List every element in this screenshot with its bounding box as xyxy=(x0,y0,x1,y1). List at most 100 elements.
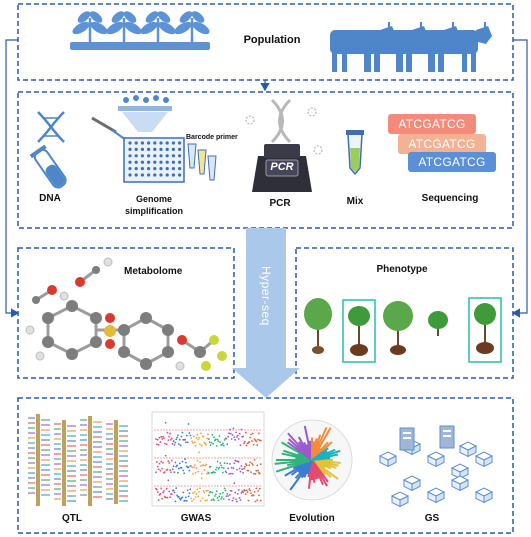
server-slot xyxy=(443,430,451,432)
well-dot xyxy=(159,141,163,145)
well-dot xyxy=(134,167,138,171)
gs-network-illustration xyxy=(378,425,494,508)
gwas-point xyxy=(223,462,226,464)
gwas-point xyxy=(194,445,197,447)
gwas-point xyxy=(192,492,194,494)
evolution-tree-illustration xyxy=(271,419,353,501)
gwas-point xyxy=(222,498,225,500)
gwas-point xyxy=(256,444,259,447)
gwas-point xyxy=(155,438,157,441)
gwas-point xyxy=(240,492,243,494)
gwas-point xyxy=(238,467,241,470)
well-dot xyxy=(165,173,169,177)
gwas-point xyxy=(234,438,237,441)
gwas-point xyxy=(221,443,223,446)
gwas-point xyxy=(165,487,168,490)
hyperseq-label: Hyper-seq xyxy=(259,266,273,326)
gwas-point xyxy=(207,438,210,440)
gwas-point xyxy=(180,435,183,438)
gwas-point xyxy=(196,488,199,491)
gwas-point xyxy=(211,434,214,436)
gwas-point xyxy=(189,488,192,491)
gwas-point xyxy=(225,495,228,498)
well-dot xyxy=(147,141,151,145)
gwas-point xyxy=(259,439,262,442)
gwas-point xyxy=(192,473,194,475)
gwas-point xyxy=(199,432,202,435)
gwas-point xyxy=(194,496,197,498)
chromosome-bar xyxy=(88,416,92,506)
dna-label: DNA xyxy=(39,193,61,204)
gwas-point xyxy=(178,462,181,465)
gwas-point xyxy=(193,464,196,467)
gwas-point xyxy=(187,495,190,498)
gwas-point xyxy=(210,499,213,502)
gwas-point xyxy=(168,462,171,464)
gwas-point xyxy=(191,440,193,443)
well-dot xyxy=(159,154,163,158)
gwas-point xyxy=(241,468,244,471)
gwas-point xyxy=(213,499,215,502)
gwas-point xyxy=(173,443,176,446)
gwas-point xyxy=(213,436,215,439)
gwas-point xyxy=(217,440,220,443)
gwas-point xyxy=(197,495,200,498)
gwas-point xyxy=(161,497,164,500)
gwas-point xyxy=(179,499,182,501)
gwas-point xyxy=(190,497,193,500)
gwas-point xyxy=(155,461,158,463)
gwas-point xyxy=(235,460,237,462)
evolution-label: Evolution xyxy=(289,513,335,524)
gwas-point xyxy=(214,471,216,474)
gwas-point xyxy=(248,440,251,443)
gwas-point xyxy=(225,471,228,474)
gwas-point xyxy=(228,498,230,501)
gwas-point xyxy=(185,434,188,437)
server-slot xyxy=(403,437,411,439)
gwas-point xyxy=(223,487,226,490)
gwas-point xyxy=(248,488,251,490)
gwas-point xyxy=(253,458,256,461)
well-dot xyxy=(134,160,138,164)
genome-label-line2: simplification xyxy=(124,206,184,216)
well-dot xyxy=(171,154,175,158)
gwas-point xyxy=(251,463,254,466)
well-dot xyxy=(153,154,157,158)
well-dot xyxy=(134,141,138,145)
gwas-point xyxy=(249,436,252,439)
gwas-point xyxy=(222,444,225,447)
gwas-point xyxy=(198,436,201,439)
pcr-device-text: PCR xyxy=(270,161,294,173)
gwas-point xyxy=(251,462,253,465)
gwas-point xyxy=(248,464,251,467)
gwas-point xyxy=(169,432,171,435)
gwas-point xyxy=(202,435,205,438)
gwas-point xyxy=(214,493,217,496)
gwas-point xyxy=(181,431,184,434)
gwas-point xyxy=(235,431,237,434)
well-dot xyxy=(178,147,182,151)
gwas-point xyxy=(233,482,236,484)
gwas-point xyxy=(196,459,199,462)
gwas-point xyxy=(207,489,209,492)
gwas-point xyxy=(230,438,233,440)
gwas-point xyxy=(249,489,252,492)
gwas-point xyxy=(226,443,229,446)
gwas-point xyxy=(167,460,170,463)
gwas-point xyxy=(200,444,203,447)
gwas-point xyxy=(167,479,170,482)
gwas-point xyxy=(184,458,186,461)
gwas-point xyxy=(258,472,261,475)
gwas-point xyxy=(254,472,257,475)
gwas-point xyxy=(185,500,188,502)
gwas-point xyxy=(236,468,238,471)
gwas-point xyxy=(172,440,175,442)
gwas-point xyxy=(199,465,202,467)
gwas-point xyxy=(200,472,203,475)
gwas-point xyxy=(176,436,179,439)
gwas-point xyxy=(187,466,190,469)
gwas-point xyxy=(173,471,176,474)
well-dot xyxy=(153,173,157,177)
gwas-point xyxy=(231,434,234,436)
gwas-point xyxy=(163,489,165,492)
